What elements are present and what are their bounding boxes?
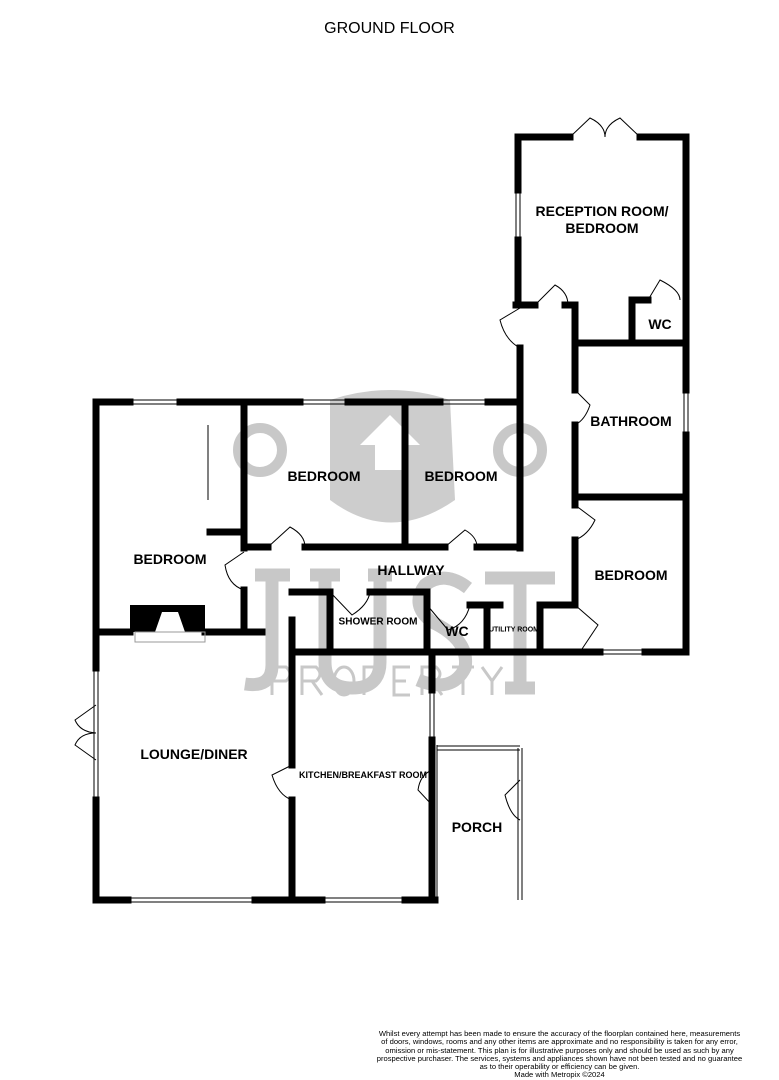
windows-and-doors <box>74 117 689 903</box>
disclaimer-line: as to their operability or efficiency ca… <box>479 1062 640 1072</box>
disclaimer-line: Whilst every attempt has been made to en… <box>378 1029 741 1038</box>
room-label-bedroom-4: BEDROOM <box>594 567 668 583</box>
disclaimer: Whilst every attempt has been made to en… <box>340 1029 779 1080</box>
room-label-bedroom-3: BEDROOM <box>424 468 498 484</box>
room-label-utility-room: UTILITY ROOM <box>488 626 540 634</box>
room-label-reception-line1: RECEPTION ROOM/ <box>535 203 669 219</box>
room-label-kitchen: KITCHEN/BREAKFAST ROOM <box>299 770 427 780</box>
disclaimer-line: prospective purchaser. The services, sys… <box>376 1053 743 1063</box>
room-label-porch: PORCH <box>451 819 503 835</box>
room-label-bedroom-1: BEDROOM <box>133 551 207 567</box>
room-label-wc-lower: WC <box>445 623 469 639</box>
room-label-reception-line2: BEDROOM <box>565 220 639 236</box>
disclaimer-line: of doors, windows, rooms and any other i… <box>381 1037 738 1047</box>
floor-title: GROUND FLOOR <box>324 20 455 37</box>
room-label-lounge-diner: LOUNGE/DINER <box>140 746 248 762</box>
room-label-reception: RECEPTION ROOM/ BEDROOM <box>535 203 668 237</box>
room-label-bedroom-2: BEDROOM <box>287 468 361 484</box>
disclaimer-line: omission or mis-statement. This plan is … <box>385 1045 734 1055</box>
room-label-wc-upper: WC <box>648 316 672 332</box>
disclaimer-credit: Made with Metropix ©2024 <box>514 1070 605 1080</box>
room-label-shower-room: SHOWER ROOM <box>338 616 418 628</box>
room-label-hallway: HALLWAY <box>377 562 445 578</box>
walls <box>92 133 690 904</box>
room-label-bathroom: BATHROOM <box>590 413 672 429</box>
fireplace <box>130 605 206 643</box>
watermark-just-lettering <box>244 568 555 695</box>
